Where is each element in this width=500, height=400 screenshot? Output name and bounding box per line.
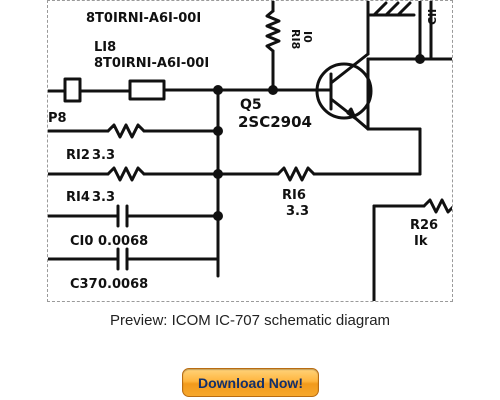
label-r12: RI2 bbox=[66, 148, 90, 163]
label-r18-val: I0 bbox=[301, 31, 314, 43]
label-r14: RI4 bbox=[66, 190, 90, 205]
label-c10-val: 0.0068 bbox=[98, 234, 148, 249]
label-r26-val: Ik bbox=[414, 234, 428, 249]
download-now-label: Download Now! bbox=[198, 374, 303, 391]
label-r12-val: 3.3 bbox=[92, 148, 115, 163]
label-p8: P8 bbox=[48, 111, 67, 126]
label-r26-ref: R26 bbox=[410, 218, 438, 233]
label-r14-val: 3.3 bbox=[92, 190, 115, 205]
schematic-drawing: 8T0IRNI-A6I-00I LI8 8T0IRNI-A6I-00I P8 Q… bbox=[48, 1, 452, 301]
label-l18-ref: LI8 bbox=[94, 40, 116, 55]
download-now-button[interactable]: Download Now! bbox=[182, 368, 319, 397]
label-c37-val: 0.0068 bbox=[98, 277, 148, 292]
label-r18-ref: RI8 bbox=[289, 29, 302, 49]
label-c10: CI0 bbox=[70, 234, 93, 249]
label-c11-ref: CII bbox=[426, 9, 439, 25]
label-q5-ref: Q5 bbox=[240, 97, 262, 113]
schematic-preview-image: 8T0IRNI-A6I-00I LI8 8T0IRNI-A6I-00I P8 Q… bbox=[47, 0, 453, 302]
label-q5-part: 2SC2904 bbox=[238, 113, 312, 131]
label-c37: C37 bbox=[70, 277, 98, 292]
label-r16-val: 3.3 bbox=[286, 204, 309, 219]
label-l18-part: 8T0IRNI-A6I-00I bbox=[94, 56, 209, 71]
label-top-part: 8T0IRNI-A6I-00I bbox=[86, 11, 201, 26]
label-r16-ref: RI6 bbox=[282, 188, 306, 203]
preview-caption: Preview: ICOM IC-707 schematic diagram bbox=[109, 312, 391, 329]
